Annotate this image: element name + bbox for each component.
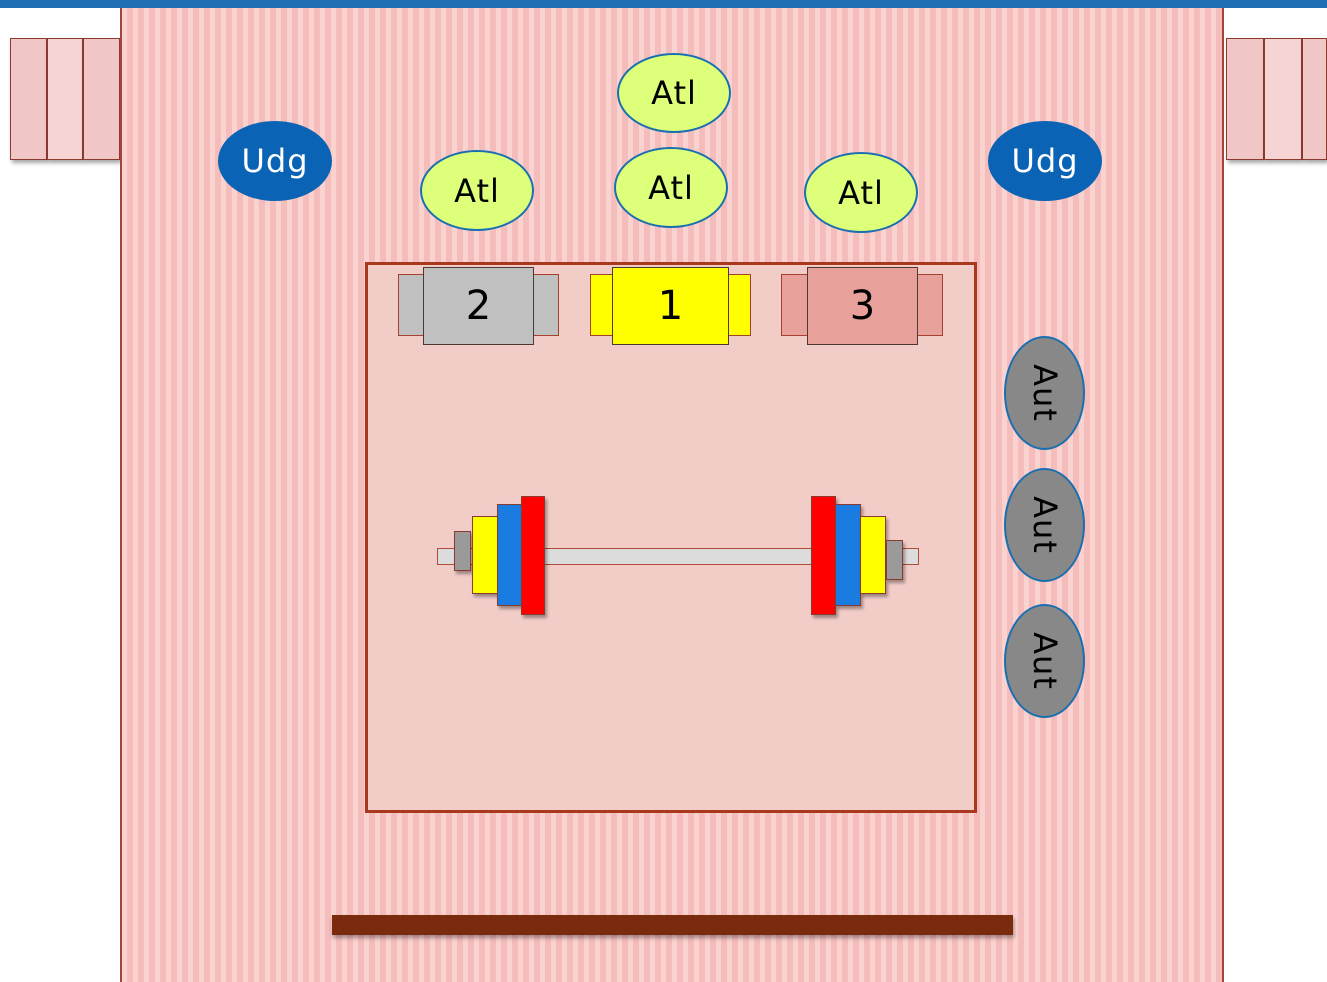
left-stand-block [83, 38, 120, 160]
barbell-plate-red-right [811, 496, 836, 615]
official-3: Aut [1004, 604, 1085, 718]
athlete-center: Atl [614, 147, 728, 228]
barbell-collar-right [886, 540, 903, 580]
judge-right: Udg [988, 121, 1102, 201]
barbell-plate-yellow-left [472, 516, 499, 594]
barbell-plate-red-left [521, 496, 545, 615]
right-stand-block [1226, 38, 1264, 160]
athlete-label: Atl [454, 171, 500, 210]
official-2: Aut [1004, 468, 1085, 582]
barbell-collar-left [454, 531, 471, 571]
podium-third-label: 3 [849, 283, 876, 329]
athlete-left: Atl [420, 150, 534, 231]
podium-second-label: 2 [465, 283, 492, 329]
bottom-marker-line [332, 915, 1013, 935]
athlete-top: Atl [617, 53, 731, 133]
right-stand-block [1302, 38, 1327, 160]
top-border [0, 0, 1327, 8]
podium-second: 2 [423, 267, 534, 345]
podium-first-label: 1 [657, 283, 684, 329]
athlete-label: Atl [651, 74, 697, 112]
barbell-plate-blue-right [835, 504, 861, 606]
barbell-bar [437, 548, 919, 565]
podium-third: 3 [807, 267, 918, 345]
official-label: Aut [1025, 364, 1064, 422]
podium-first: 1 [612, 267, 729, 345]
judge-left: Udg [218, 121, 332, 201]
judge-label: Udg [241, 142, 309, 180]
athlete-right: Atl [804, 152, 918, 233]
official-label: Aut [1025, 496, 1064, 554]
right-stand-block [1264, 38, 1302, 160]
athlete-label: Atl [838, 173, 884, 212]
official-1: Aut [1004, 336, 1085, 450]
judge-label: Udg [1011, 142, 1079, 180]
left-stand-block [10, 38, 47, 160]
official-label: Aut [1025, 632, 1064, 690]
athlete-label: Atl [648, 168, 694, 207]
left-stand-block [47, 38, 83, 160]
barbell-plate-yellow-right [860, 516, 886, 594]
barbell-plate-blue-left [497, 504, 523, 606]
